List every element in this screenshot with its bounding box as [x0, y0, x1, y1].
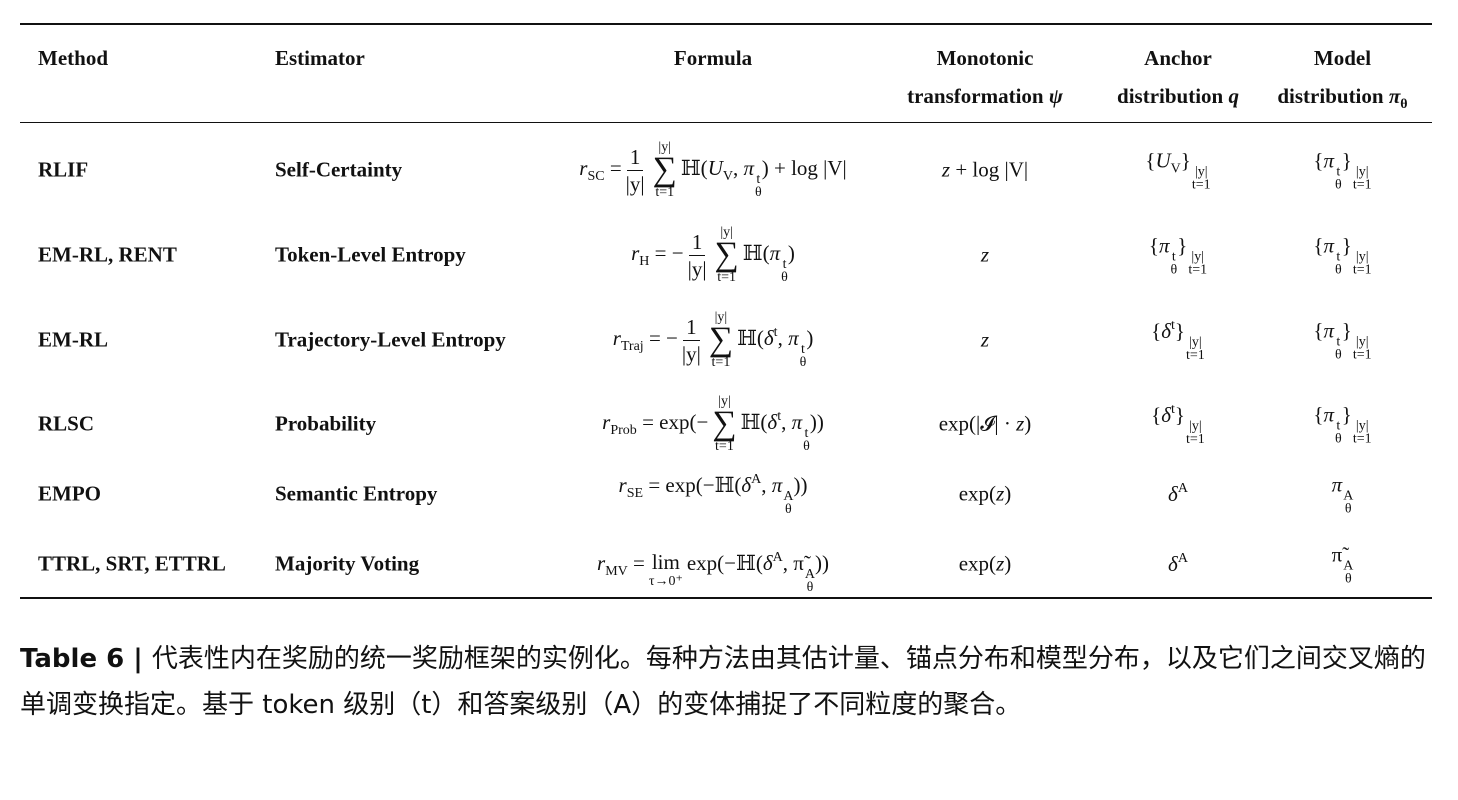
formula-lhs: rSC = — [579, 155, 622, 184]
caption-label: Table 6 | — [20, 644, 152, 674]
formula-fraction: 1|y| — [625, 144, 645, 196]
cell-estimator: Probability — [275, 411, 377, 436]
header-model: Model distribution πθ — [1255, 39, 1430, 124]
header-anchor: Anchor distribution q — [1093, 39, 1263, 115]
header-formula: Formula — [673, 46, 753, 70]
cell-anchor-distribution: {UV}|y|t=1 — [1145, 148, 1211, 193]
cell-estimator: Semantic Entropy — [275, 481, 438, 506]
cell-transformation: z — [980, 242, 990, 267]
cell-estimator: Token-Level Entropy — [275, 242, 466, 267]
cell-estimator: Self-Certainty — [275, 157, 403, 182]
header-monotonic-line1: Monotonic — [936, 46, 1034, 70]
formula-fraction: 1|y| — [681, 314, 701, 366]
formula-lhs: rTraj = − — [612, 325, 678, 354]
formula-lhs: rProb = exp(− — [602, 409, 709, 438]
cell-method: TTRL, SRT, ETTRL — [38, 551, 226, 576]
caption-text: 代表性内在奖励的统一奖励框架的实例化。每种方法由其估计量、锚点分布和模型分布，以… — [20, 644, 1426, 720]
table-bottom-rule — [20, 597, 1432, 599]
table-top-rule — [20, 23, 1432, 25]
formula-lhs: rH = − — [631, 240, 684, 269]
cell-anchor-distribution: δA — [1168, 551, 1188, 576]
formula-fraction: 1|y| — [687, 229, 707, 281]
table-header-rule — [20, 122, 1432, 123]
cell-estimator: Majority Voting — [275, 551, 420, 576]
cell-transformation: exp(z) — [958, 481, 1012, 506]
header-monotonic-line2: transformation ψ — [907, 84, 1063, 108]
cell-anchor-distribution: δA — [1168, 481, 1188, 506]
summation-icon: |y|∑t=1 — [708, 310, 734, 370]
header-method: Method — [38, 46, 108, 70]
cell-method: RLIF — [38, 157, 89, 182]
header-anchor-line2: distribution q — [1117, 84, 1239, 108]
cell-anchor-distribution: {δt}|y|t=1 — [1151, 318, 1205, 363]
cell-transformation: exp(z) — [958, 551, 1012, 576]
summation-icon: |y|∑t=1 — [712, 394, 737, 454]
cell-method: RLSC — [38, 411, 95, 436]
table-caption: Table 6 | 代表性内在奖励的统一奖励框架的实例化。每种方法由其估计量、锚… — [20, 636, 1435, 728]
cell-method: EM-RL — [38, 327, 108, 352]
cell-method: EM-RL, RENT — [38, 242, 177, 267]
cell-estimator: Trajectory-Level Entropy — [275, 327, 506, 352]
cell-transformation: z — [980, 327, 990, 352]
header-model-line2: distribution πθ — [1277, 84, 1408, 112]
cell-transformation: exp(|𝓘| · z) — [938, 411, 1032, 436]
cell-anchor-distribution: {δt}|y|t=1 — [1151, 402, 1205, 447]
cell-method: EMPO — [38, 481, 101, 506]
header-model-line1: Model — [1313, 46, 1372, 70]
header-estimator: Estimator — [275, 46, 365, 70]
formula-lhs: rMV = — [597, 551, 645, 579]
header-monotonic: Monotonic transformation ψ — [885, 39, 1085, 115]
cell-transformation: z + log |V| — [941, 157, 1029, 182]
summation-icon: |y|∑t=1 — [652, 140, 677, 200]
summation-icon: |y|∑t=1 — [714, 225, 739, 285]
header-anchor-line1: Anchor — [1144, 46, 1212, 70]
